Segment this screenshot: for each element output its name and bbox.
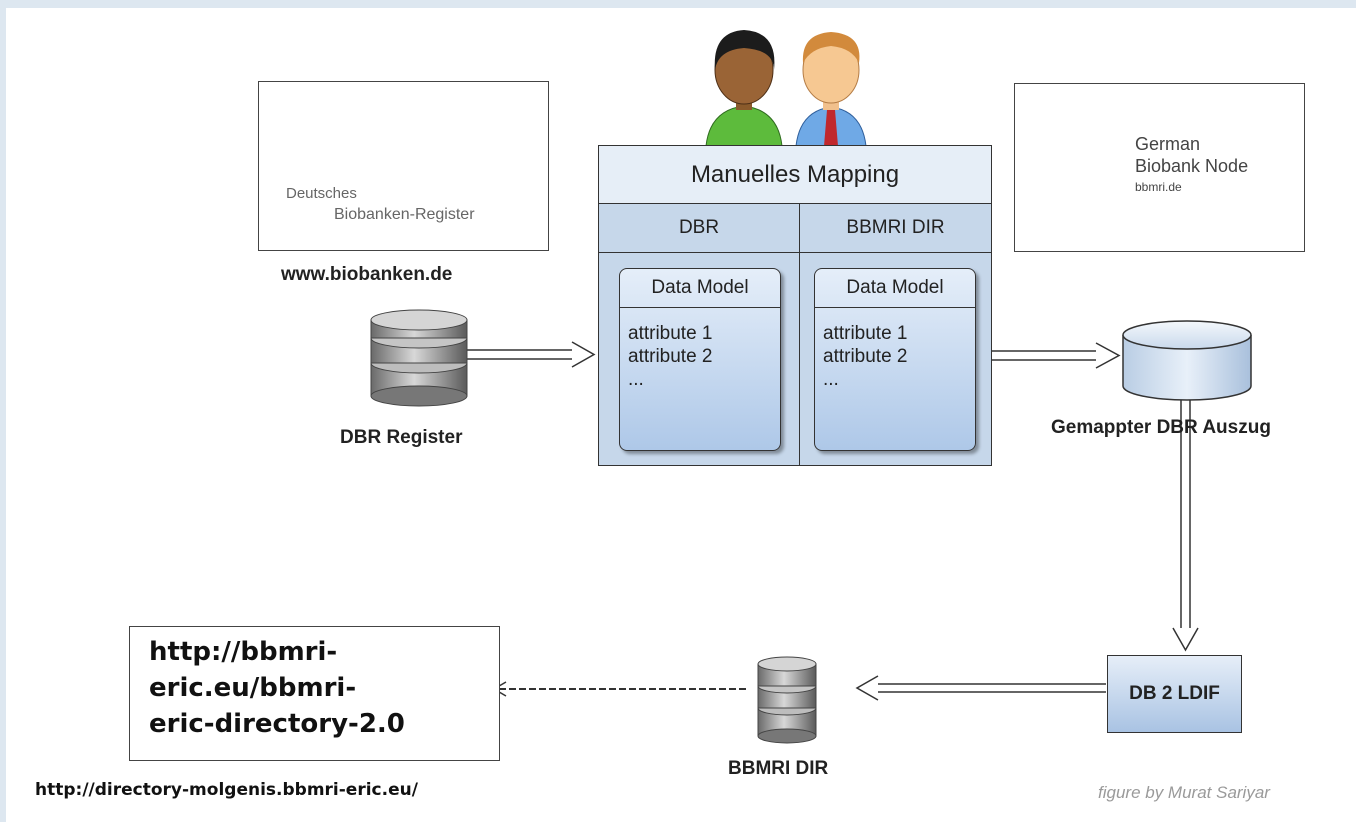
gemappter-cylinder — [1122, 320, 1252, 401]
attribute-item: ... — [823, 369, 839, 390]
db2ldif-box: DB 2 LDIF — [1107, 655, 1242, 733]
mapping-title-text: Manuelles Mapping — [690, 160, 900, 188]
arrow-ldif-to-bbmri — [855, 675, 1106, 701]
dbr-logo-box: Deutsches Biobanken-Register — [258, 81, 549, 251]
data-model-title: Data Model — [815, 269, 975, 308]
molgenis-url-link[interactable]: http://directory-molgenis.bbmri-eric.eu/ — [35, 780, 418, 800]
bbmri-logo-box: German Biobank Node bbmri.de — [1014, 83, 1305, 252]
column-header-bbmri-dir: BBMRI DIR — [799, 203, 992, 253]
logo-text-register: Biobanken-Register — [334, 206, 475, 223]
column-header-bbmri-text: BBMRI DIR — [846, 217, 945, 238]
logo-text-german: German — [1135, 134, 1201, 154]
attribute-item: attribute 2 — [628, 346, 713, 367]
logo-text-biobank-node: Biobank Node — [1135, 156, 1249, 176]
arrow-register-to-mapping — [466, 341, 596, 368]
biobanken-url-label[interactable]: www.biobanken.de — [281, 264, 453, 285]
attribute-list: attribute 1 attribute 2 ... — [620, 308, 780, 391]
logo-text-deutsches: Deutsches — [286, 185, 357, 202]
data-model-bbmri: Data Model attribute 1 attribute 2 ... — [814, 268, 976, 451]
data-model-dbr: Data Model attribute 1 attribute 2 ... — [619, 268, 781, 451]
arrow-mapping-to-gemappter — [976, 342, 1121, 369]
attribute-item: attribute 1 — [628, 323, 713, 344]
attribute-item: attribute 1 — [823, 323, 908, 344]
gemappter-label: Gemappter DBR Auszug — [1051, 417, 1271, 438]
database-icon — [757, 656, 817, 744]
attribute-item: ... — [628, 369, 644, 390]
users-icon — [705, 30, 867, 147]
attribute-item: attribute 2 — [823, 346, 908, 367]
url-line: http://bbmri- — [149, 637, 338, 667]
logo-text-bbmri-de: bbmri.de — [1135, 180, 1182, 194]
database-icon — [370, 309, 468, 407]
mapping-title: Manuelles Mapping — [598, 145, 992, 204]
column-header-dbr: DBR — [598, 203, 800, 253]
arrow-bbmri-to-url — [492, 681, 746, 697]
column-header-dbr-text: DBR — [678, 217, 720, 238]
diagram-canvas: Deutsches Biobanken-Register www.biobank… — [6, 8, 1356, 822]
attribute-list: attribute 1 attribute 2 ... — [815, 308, 975, 391]
bbmri-dir-label: BBMRI DIR — [728, 758, 829, 779]
directory-url-box[interactable]: http://bbmri- eric.eu/bbmri- eric-direct… — [129, 626, 500, 761]
url-line: eric-directory-2.0 — [149, 709, 405, 739]
arrow-gemappter-to-ldif — [1172, 398, 1199, 652]
url-line: eric.eu/bbmri- — [149, 673, 357, 703]
data-model-title: Data Model — [620, 269, 780, 308]
db2ldif-text: DB 2 LDIF — [1129, 683, 1220, 704]
figure-credit: figure by Murat Sariyar — [1098, 783, 1270, 802]
dbr-register-label: DBR Register — [340, 427, 463, 448]
